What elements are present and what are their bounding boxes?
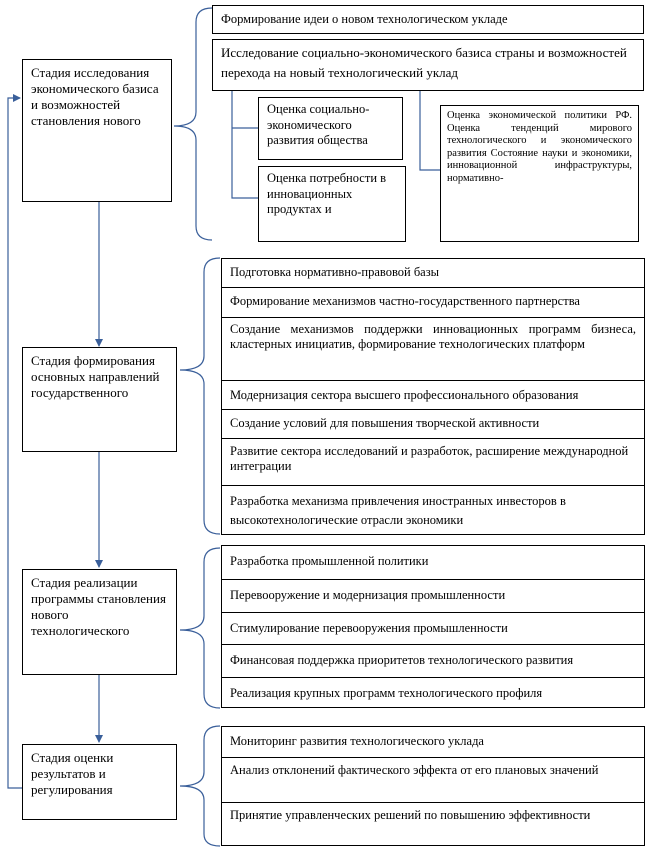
bracket-group3: [179, 547, 221, 709]
group1-policy-assessment-text: Оценка экономической политики РФ. Оценка…: [447, 110, 632, 184]
group1-research-text: Исследование социально-экономического ба…: [221, 45, 627, 80]
group3-item: Реализация крупных программ технологичес…: [222, 677, 644, 707]
group3-list: Разработка промышленной политики Перевоо…: [221, 545, 645, 708]
group3-item: Финансовая поддержка приоритетов техноло…: [222, 644, 644, 677]
group1-idea-text: Формирование идеи о новом технологическо…: [221, 12, 508, 26]
group3-item: Разработка промышленной политики: [230, 554, 429, 568]
group1-social-assessment-text: Оценка социально-экономического развития…: [267, 102, 370, 147]
group2-item: Модернизация сектора высшего профессиона…: [222, 380, 644, 409]
group2-item: Развитие сектора исследований и разработ…: [222, 438, 644, 485]
group2-item: Создание механизмов поддержки инновацион…: [222, 317, 644, 380]
stage-evaluation-label: Стадия оценки результатов и регулировани…: [31, 750, 114, 797]
stage-research: Стадия исследования экономического базис…: [22, 59, 172, 202]
group2-item: Подготовка нормативно-правовой базы: [230, 265, 440, 279]
group4-item: Принятие управленческих решений по повыш…: [222, 802, 644, 845]
stage-directions: Стадия формирования основных направлений…: [22, 347, 177, 452]
bracket-group1: [173, 7, 213, 241]
stage-directions-label: Стадия формирования основных направлений…: [31, 353, 160, 400]
group3-item: Стимулирование перевооружения промышленн…: [222, 612, 644, 644]
group2-item: Создание условий для повышения творческо…: [222, 409, 644, 438]
group4-list: Мониторинг развития технологического укл…: [221, 726, 645, 846]
group4-item: Мониторинг развития технологического укл…: [230, 734, 484, 748]
group1-social-assessment-box: Оценка социально-экономического развития…: [258, 97, 403, 160]
group1-research-box: Исследование социально-экономического ба…: [212, 39, 644, 91]
group1-policy-assessment-box: Оценка экономической политики РФ. Оценка…: [440, 105, 639, 242]
group1-idea-box: Формирование идеи о новом технологическо…: [212, 5, 644, 34]
feedback-loop-line: [7, 94, 22, 789]
group1-demand-assessment-text: Оценка потребности в инновационных проду…: [267, 171, 387, 216]
stage-implementation: Стадия реализации программы становления …: [22, 569, 177, 675]
bracket-group4: [179, 725, 221, 847]
stage-evaluation: Стадия оценки результатов и регулировани…: [22, 744, 177, 820]
connector-research-to-sub: [231, 91, 258, 199]
group2-list: Подготовка нормативно-правовой базы Форм…: [221, 258, 645, 535]
stage-implementation-label: Стадия реализации программы становления …: [31, 575, 166, 638]
bracket-group2: [179, 257, 221, 535]
connector-research-to-right: [419, 91, 440, 171]
group2-item: Формирование механизмов частно-государст…: [222, 287, 644, 317]
stage-research-label: Стадия исследования экономического базис…: [31, 65, 159, 128]
group1-demand-assessment-box: Оценка потребности в инновационных проду…: [258, 166, 406, 242]
group2-item: Разработка механизма привлечения иностра…: [222, 485, 644, 534]
group4-item: Анализ отклонений фактического эффекта о…: [222, 757, 644, 802]
group3-item: Перевооружение и модернизация промышленн…: [222, 579, 644, 612]
